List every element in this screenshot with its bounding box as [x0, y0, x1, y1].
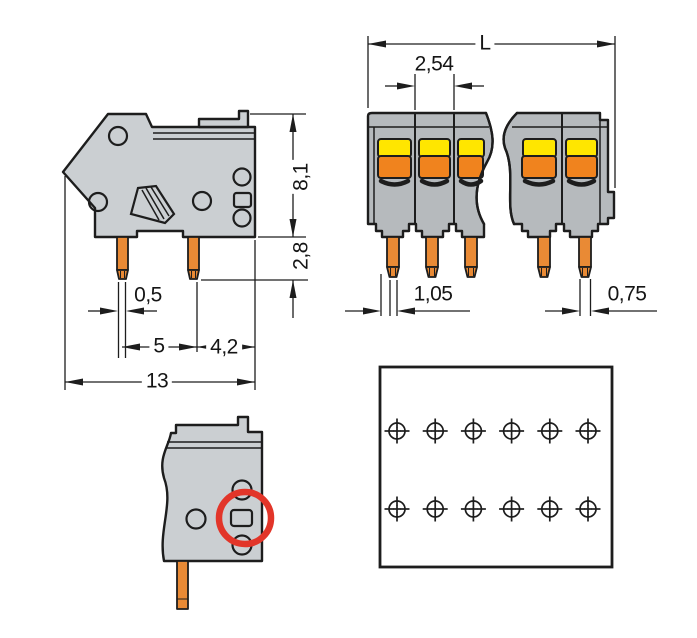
side-hole [232, 167, 252, 187]
drill-holes [384, 418, 601, 522]
pcb-outline [378, 365, 614, 569]
side-hole [191, 190, 213, 212]
drill-hole-marker [499, 418, 525, 444]
detail-view [161, 415, 275, 610]
side-marking-recess [232, 191, 253, 209]
side-hole [232, 208, 252, 228]
drill-hole-marker [384, 496, 410, 522]
drill-hole-marker [537, 496, 563, 522]
dim-label-pin-width: 0,5 [134, 283, 162, 307]
dim-label-edge-offset: 4,2 [206, 336, 242, 358]
actuation-buttons [377, 138, 598, 187]
dim-label-total-length: L [475, 32, 495, 54]
side-hole [87, 191, 109, 213]
side-view [61, 109, 308, 390]
side-pins [116, 236, 200, 280]
drilling-plan [378, 365, 614, 569]
dim-label-end-pin-width: 0,75 [607, 282, 647, 306]
dim-label-height: 8,1 [290, 160, 313, 194]
detail-marking-recess [229, 508, 254, 528]
drill-hole-marker [537, 418, 563, 444]
dim-label-pin-length: 2,8 [290, 239, 313, 273]
drill-hole-marker [460, 496, 486, 522]
detail-pin [176, 560, 189, 610]
highlight-circle [215, 488, 275, 548]
side-hole [107, 125, 129, 147]
drill-hole-marker [460, 418, 486, 444]
detail-hole [185, 508, 207, 530]
side-view-body [61, 112, 257, 239]
drill-hole-marker [575, 418, 601, 444]
drill-hole-marker [575, 496, 601, 522]
side-view-top-tab [197, 109, 250, 129]
dim-label-pin-spacing: 5 [149, 335, 169, 357]
drill-hole-marker [422, 418, 448, 444]
dim-label-total-width: 13 [141, 370, 173, 392]
front-view-dimensions [345, 36, 657, 316]
dim-label-pitch: 2,54 [414, 52, 454, 76]
drill-hole-marker [422, 496, 448, 522]
drill-hole-marker [499, 496, 525, 522]
release-lever [129, 184, 176, 225]
front-pins [386, 236, 592, 278]
front-view [345, 36, 657, 316]
dim-label-front-pin-width: 1,05 [413, 282, 453, 306]
drill-hole-marker [384, 418, 410, 444]
